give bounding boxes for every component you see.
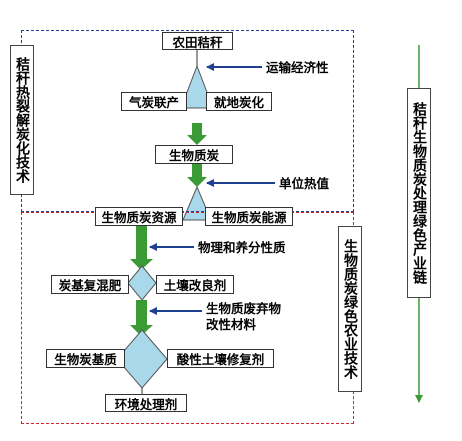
node-local-carbon: 就地炭化 bbox=[206, 92, 272, 111]
node-biochar-resource: 生物质炭资源 bbox=[95, 207, 183, 226]
node-soil-amendment: 土壤改良剂 bbox=[156, 275, 234, 294]
flow-arrow-to-biochar bbox=[187, 123, 207, 145]
node-biochar: 生物质炭 bbox=[155, 145, 233, 164]
flow-arrow-to-resource bbox=[187, 164, 207, 187]
annotation-waste-material-line2: 改性材料 bbox=[206, 317, 257, 332]
industry-chain-label: 秸秆生物质炭处理绿色产业链 bbox=[407, 88, 431, 298]
node-acid-soil-remediation: 酸性土壤修复剂 bbox=[167, 349, 274, 368]
green-agri-tech-label: 生物质炭绿色农业技术 bbox=[338, 226, 362, 392]
node-straw: 农田秸秆 bbox=[162, 32, 233, 50]
pyrolysis-tech-label: 秸秆热裂解炭化技术 bbox=[10, 45, 34, 195]
split-triangle-top bbox=[180, 64, 214, 109]
node-compound-fertilizer: 炭基复混肥 bbox=[51, 275, 129, 294]
flow-arrow-to-soil bbox=[130, 226, 153, 270]
node-gas-carbon: 气炭联产 bbox=[121, 92, 187, 111]
annotation-waste-material-line1: 生物质废弃物 bbox=[206, 301, 282, 316]
annotation-unit-heat: 单位热值 bbox=[279, 176, 330, 191]
node-env-treatment: 环境处理剂 bbox=[105, 394, 187, 412]
green-agri-region bbox=[21, 212, 354, 424]
node-substrate: 生物炭基质 bbox=[46, 349, 125, 368]
node-biochar-energy: 生物质炭能源 bbox=[205, 207, 293, 226]
annotation-transport-economy: 运输经济性 bbox=[266, 60, 329, 75]
annotation-physchem-nutrient: 物理和养分性质 bbox=[198, 240, 286, 255]
